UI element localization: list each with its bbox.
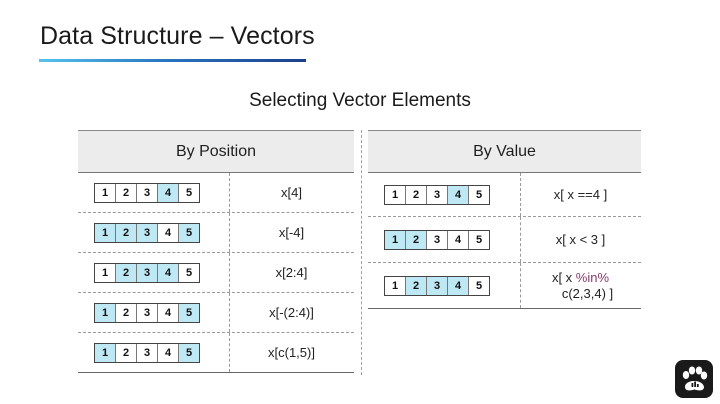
vector-cell-selected: 1 [95, 343, 116, 362]
vector-cell: 4 [158, 303, 179, 322]
vector-cell: 5 [179, 183, 199, 202]
vector-cell-selected: 5 [179, 223, 199, 242]
vector-cell-selected: 3 [427, 276, 448, 295]
expr-suffix: c(2,3,4) ] [561, 285, 614, 301]
vector-cell: 3 [427, 185, 448, 204]
vector-cell: 3 [137, 343, 158, 362]
selection-expression: x[-4] [278, 224, 305, 240]
selection-expression: x[-(2:4)] [269, 304, 314, 320]
cell-divider [520, 217, 521, 262]
vector-cell-selected: 4 [158, 263, 179, 282]
vector-cell: 5 [469, 276, 489, 295]
expr-operator: %in% [575, 269, 610, 285]
vector-cell: 5 [179, 263, 199, 282]
vector-cell: 2 [116, 343, 137, 362]
vector-cell-selected: 1 [95, 303, 116, 322]
vector-cell-selected: 5 [179, 343, 199, 362]
vector-cell: 4 [448, 230, 469, 249]
vector-cell-selected: 2 [116, 223, 137, 242]
cell-divider [520, 263, 521, 308]
vector-cell-selected: 2 [116, 263, 137, 282]
by-position-header: By Position [78, 130, 354, 173]
expr-prefix: x[ x [551, 269, 576, 285]
cell-divider [229, 173, 230, 212]
vector-cell: 1 [95, 183, 116, 202]
by-value-header: By Value [368, 130, 641, 173]
title-underline [39, 59, 306, 62]
slide-title: Data Structure – Vectors [40, 22, 315, 50]
vector-cell: 1 [385, 185, 406, 204]
vector-cell-selected: 2 [406, 276, 427, 295]
vector-cell-selected: 2 [406, 230, 427, 249]
selection-expression: x[c(1,5)] [268, 344, 315, 360]
vector-cell: 3 [137, 303, 158, 322]
vector-cell-selected: 4 [158, 183, 179, 202]
cell-divider [229, 333, 230, 372]
paw-icon [682, 366, 708, 391]
vector-cell-selected: 5 [179, 303, 199, 322]
vector-cell: 2 [406, 185, 427, 204]
cell-divider [229, 213, 230, 252]
vector-cell: 2 [116, 303, 137, 322]
vector-cell: 4 [158, 223, 179, 242]
vector-cell-selected: 1 [95, 223, 116, 242]
selection-expression: x[ x %in%c(2,3,4) ] [520, 270, 641, 302]
selection-expression: x[ x < 3 ] [555, 231, 606, 247]
cell-divider [520, 173, 521, 216]
selection-expression: x[4] [281, 184, 302, 200]
vector-cell: 4 [158, 343, 179, 362]
vector-cell: 5 [469, 230, 489, 249]
vector-cell: 5 [469, 185, 489, 204]
vector-cell: 2 [116, 183, 137, 202]
cell-divider [229, 293, 230, 332]
paw-logo [675, 360, 713, 398]
vector-cell-selected: 3 [137, 263, 158, 282]
cell-divider [229, 253, 230, 292]
vector-cell: 1 [385, 276, 406, 295]
vector-cell: 3 [137, 183, 158, 202]
vector-cell: 3 [427, 230, 448, 249]
vector-cell-selected: 3 [137, 223, 158, 242]
vector-cell-selected: 1 [385, 230, 406, 249]
vector-cell-selected: 4 [448, 185, 469, 204]
panel-divider [361, 130, 362, 375]
section-title: Selecting Vector Elements [249, 90, 471, 111]
selection-expression: x[2:4] [275, 264, 308, 280]
selection-expression: x[ x ==4 ] [553, 186, 608, 202]
vector-cell-selected: 4 [448, 276, 469, 295]
vector-cell: 1 [95, 263, 116, 282]
